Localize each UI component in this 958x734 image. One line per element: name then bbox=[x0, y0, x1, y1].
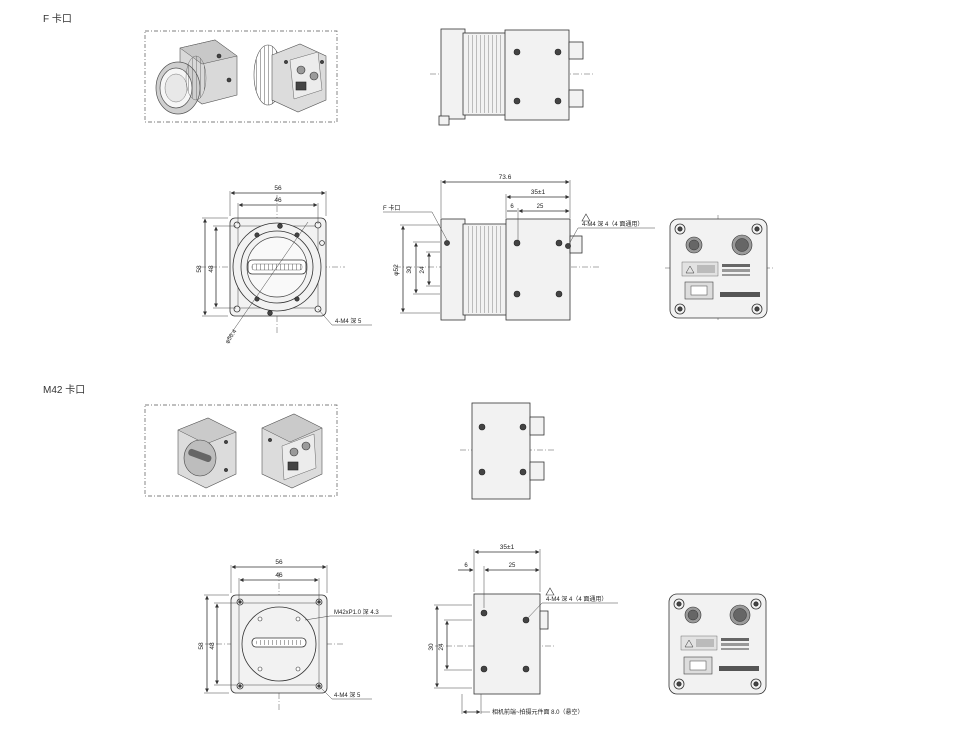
f-side-dia-52: φ52 bbox=[393, 264, 400, 276]
m42-front-thread-note: M42xP1.0 深 4.3 bbox=[334, 608, 379, 616]
f-side-view bbox=[383, 180, 655, 321]
f-side-length-total: 73.6 bbox=[499, 174, 512, 181]
f-side-offset-a: 6 bbox=[510, 204, 514, 210]
m42-front-width-outer: 56 bbox=[275, 559, 283, 566]
f-iso-views bbox=[144, 30, 338, 123]
m42-side-length-body: 35±1 bbox=[500, 544, 515, 551]
f-side-offset-b: 25 bbox=[537, 204, 544, 210]
m42-side-h-30: 30 bbox=[428, 643, 435, 651]
f-front-width-inner: 46 bbox=[274, 197, 282, 204]
m42-side-holes-note: 4-M4 深 4（4 面通用） bbox=[546, 595, 607, 603]
m42-top-side-view bbox=[460, 402, 555, 500]
iso-camera-rear bbox=[261, 413, 323, 489]
f-side-holes-note: 4-M4 深 4（4 面通用） bbox=[582, 220, 643, 228]
m42-front-height-outer: 58 bbox=[198, 642, 205, 650]
m42-front-width-inner: 46 bbox=[275, 572, 283, 579]
section-title-f-mount: F 卡口 bbox=[43, 12, 72, 25]
section-title-m42-mount: M42 卡口 bbox=[43, 383, 85, 396]
iso-camera-front bbox=[177, 417, 237, 489]
f-side-mount-label: F 卡口 bbox=[383, 204, 400, 212]
iso-frame bbox=[144, 30, 338, 123]
f-side-h-30: 30 bbox=[406, 266, 413, 274]
f-rear-view bbox=[665, 215, 775, 322]
f-side-length-body: 35±1 bbox=[531, 189, 546, 196]
m42-front-holes-note: 4-M4 深 5 bbox=[334, 691, 361, 699]
f-front-view bbox=[200, 191, 372, 339]
m42-side-offset-b: 25 bbox=[509, 563, 516, 569]
f-front-diameter: φ56.4 bbox=[225, 328, 239, 345]
iso-camera-lens bbox=[155, 39, 238, 115]
m42-rear-view bbox=[668, 593, 767, 695]
m42-side-flange-note: 相机前端~拍摄元件面 8.0（悬空） bbox=[492, 708, 584, 716]
f-side-h-24: 24 bbox=[419, 266, 426, 274]
m42-side-view bbox=[434, 549, 618, 714]
f-front-height-outer: 58 bbox=[196, 265, 203, 273]
m42-front-view bbox=[204, 565, 392, 712]
f-front-width-outer: 56 bbox=[274, 185, 282, 192]
f-front-height-inner: 48 bbox=[208, 265, 215, 273]
iso-camera-rear bbox=[253, 43, 327, 113]
f-front-holes-note: 4-M4 深 5 bbox=[335, 317, 362, 325]
m42-iso-views bbox=[144, 404, 338, 497]
f-top-side-view bbox=[430, 28, 595, 126]
iso-frame bbox=[144, 404, 338, 497]
m42-front-height-inner: 48 bbox=[209, 642, 216, 650]
m42-side-offset-a: 6 bbox=[464, 563, 468, 569]
m42-side-h-24: 24 bbox=[438, 643, 445, 651]
